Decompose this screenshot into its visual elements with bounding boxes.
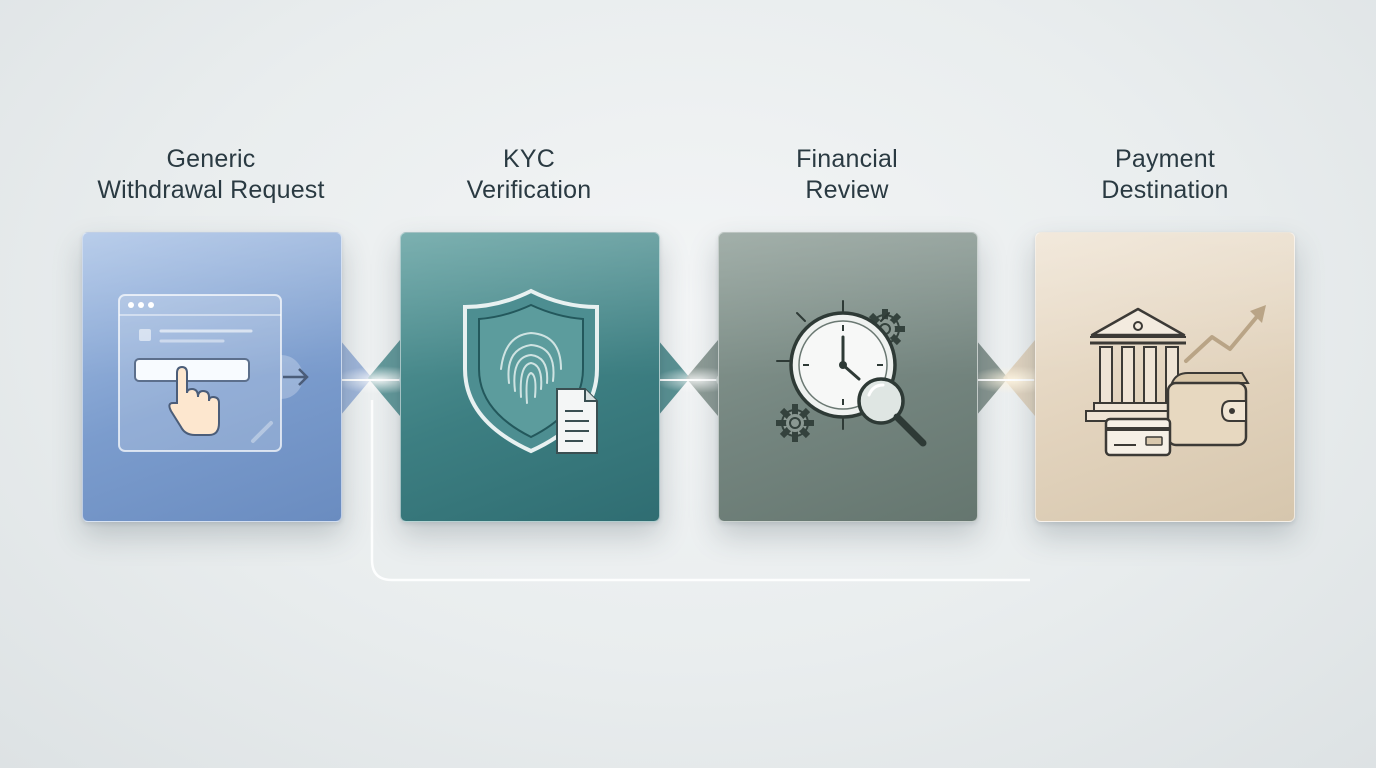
step-4-title-line1: Payment (1114, 145, 1216, 173)
step-3-title-line2: Review (805, 176, 889, 204)
step-2-card (400, 232, 660, 522)
step-2-title-line1: KYC (502, 145, 555, 173)
step-1-title: Generic Withdrawal Request (61, 144, 361, 206)
step-3-title-line1: Financial (796, 145, 898, 173)
bank-wallet-icon (1085, 305, 1266, 457)
step-4-card (1035, 232, 1295, 522)
step-1-card (82, 232, 342, 522)
step-2-title-line2: Verification (466, 176, 592, 204)
form-click-icon (118, 294, 309, 452)
step-4-title: Payment Destination (1015, 144, 1315, 206)
step-2-title: KYC Verification (379, 144, 679, 206)
shield-fingerprint-icon (463, 288, 599, 454)
step-1-title-line2: Withdrawal Request (97, 176, 325, 204)
step-3-title: Financial Review (697, 144, 997, 206)
step-3-card (718, 232, 978, 522)
clock-magnifier-icon (776, 300, 927, 447)
bypass-line (370, 400, 1030, 582)
step-1-title-line1: Generic (166, 145, 256, 173)
step-4-title-line2: Destination (1101, 176, 1229, 204)
